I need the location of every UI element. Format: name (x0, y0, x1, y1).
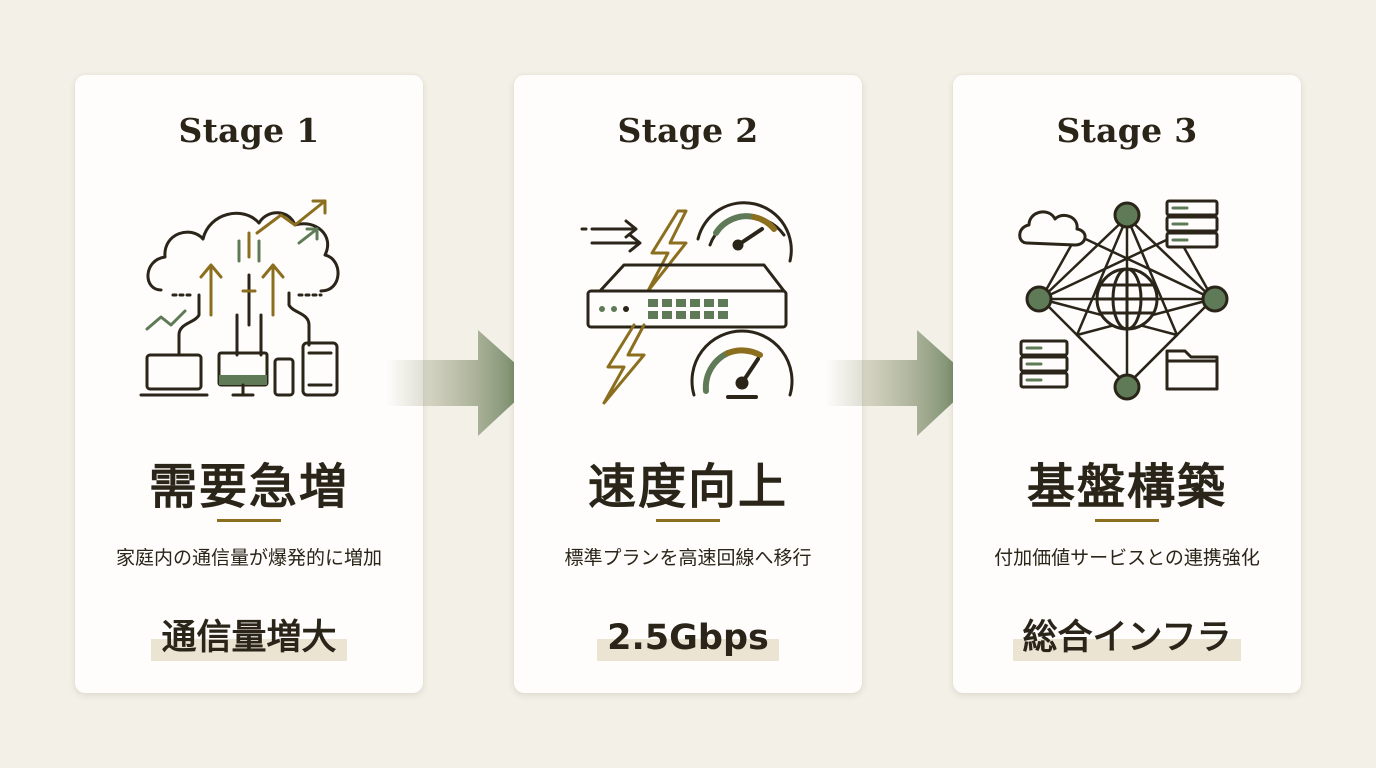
stage-description: 家庭内の通信量が爆発的に増加 (115, 547, 382, 569)
stage-highlight: 2.5Gbps (597, 615, 779, 661)
right-arrow-icon (825, 330, 975, 440)
cloud-devices-growth-icon (139, 195, 359, 405)
stage-card-2: Stage 2 (514, 75, 862, 693)
divider (656, 519, 720, 522)
stage-description: 標準プランを高速回線へ移行 (564, 547, 812, 569)
network-hub-globe-icon (1017, 195, 1237, 405)
stage-title: Stage 1 (178, 111, 320, 150)
stage-heading: 基盤構築 (1026, 459, 1227, 515)
stage-highlight: 総合インフラ (1012, 615, 1242, 661)
right-arrow-icon (386, 330, 536, 440)
stage-card-3: Stage 3 (953, 75, 1301, 693)
stage-title: Stage 2 (617, 111, 759, 150)
router-speed-gauge-icon (578, 195, 798, 405)
divider (1095, 519, 1159, 522)
stage-heading: 速度向上 (587, 459, 788, 515)
stage-card-1: Stage 1 (75, 75, 423, 693)
stage-highlight: 通信量増大 (151, 615, 347, 661)
stage-heading: 需要急増 (148, 459, 349, 515)
divider (217, 519, 281, 522)
stage-title: Stage 3 (1056, 111, 1198, 150)
stage-description: 付加価値サービスとの連携強化 (994, 547, 1260, 569)
